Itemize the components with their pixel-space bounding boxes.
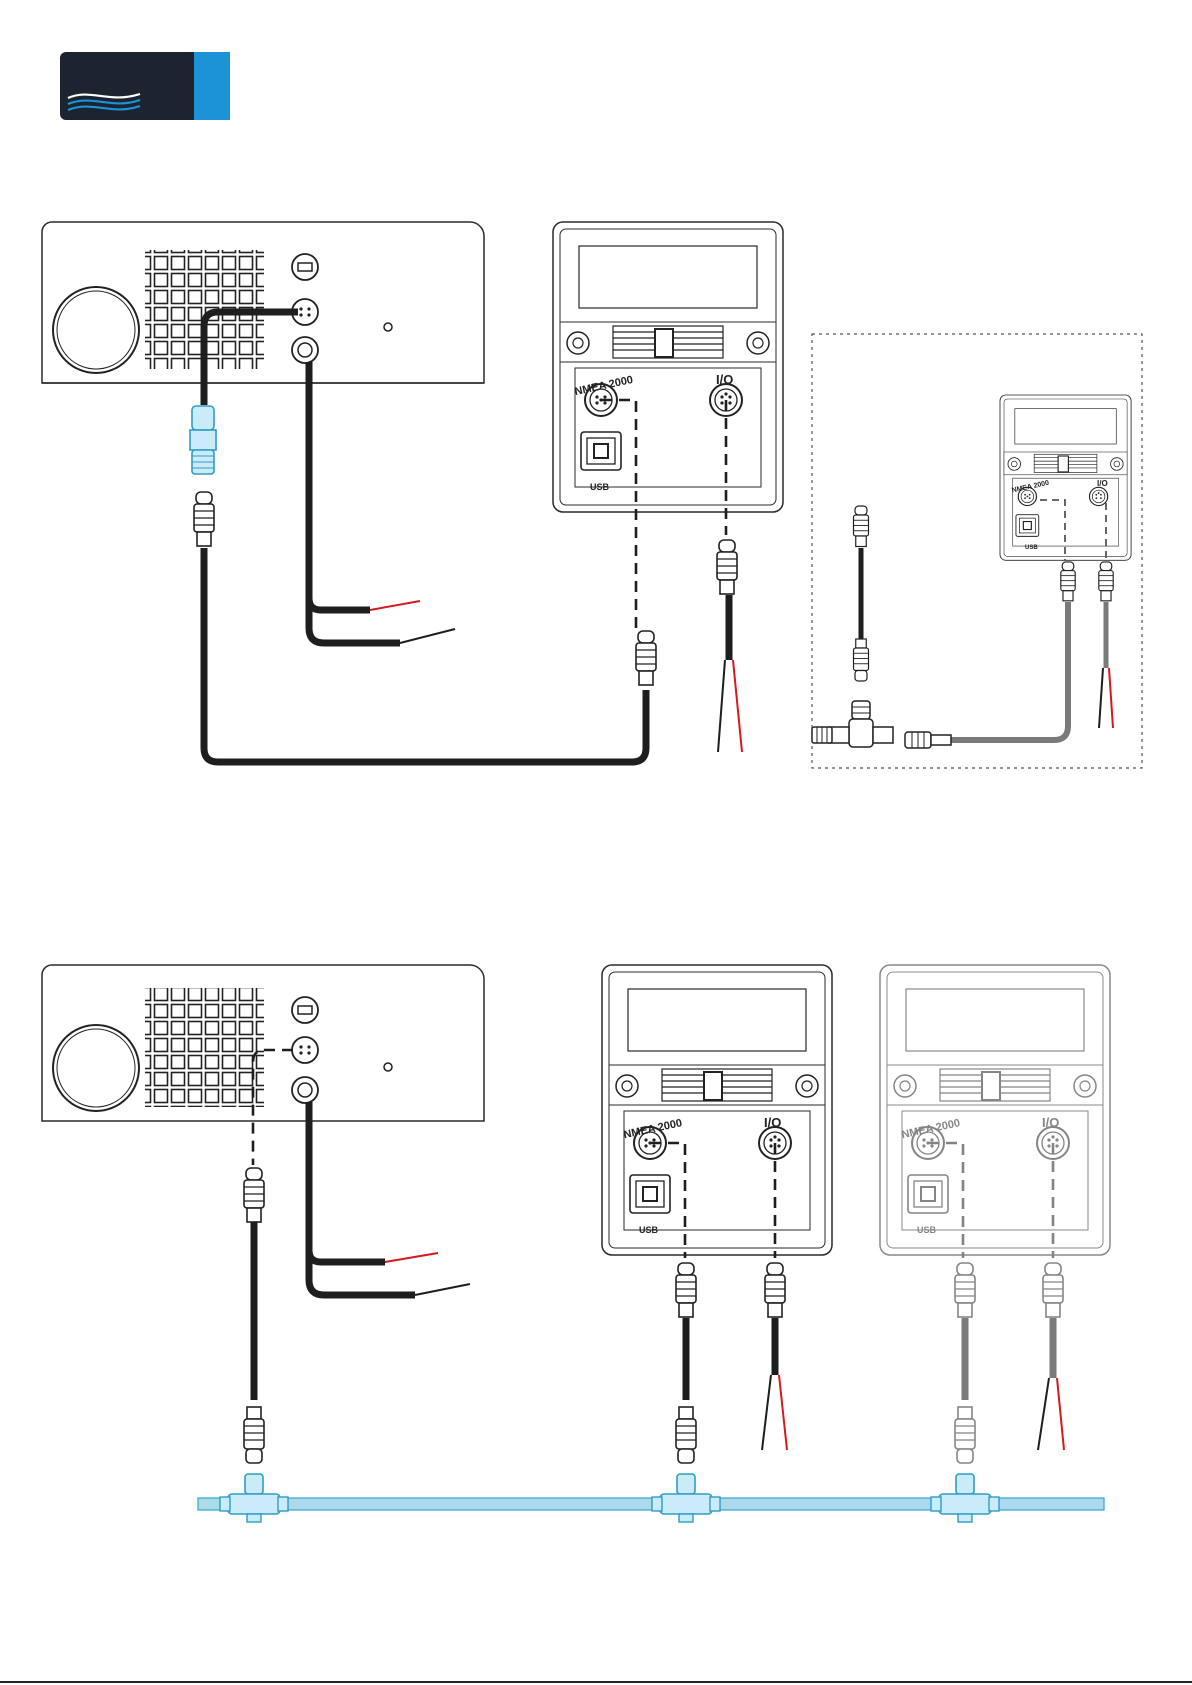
logo-accent — [194, 52, 230, 120]
t-connector-icon — [220, 1474, 288, 1522]
connector-icon — [194, 492, 214, 546]
power-port-icon — [292, 337, 318, 363]
svg-text:USB: USB — [639, 1225, 659, 1235]
brand-logo — [60, 52, 230, 120]
power-cable-top — [309, 362, 455, 643]
svg-text:I/O: I/O — [1042, 1115, 1059, 1130]
terminator-icon — [812, 727, 832, 743]
display-unit-bottom-1 — [602, 965, 832, 1255]
fan-grille-icon — [145, 988, 264, 1107]
adapter-icon — [190, 406, 216, 474]
io-label: I/O — [716, 372, 733, 387]
main-box-top — [42, 222, 484, 383]
usb-port-icon — [292, 254, 318, 280]
svg-text:USB: USB — [1025, 545, 1038, 551]
io-cable-top — [718, 595, 742, 752]
svg-text:I/O: I/O — [1097, 479, 1108, 488]
display-unit-top — [553, 222, 783, 512]
display-unit-bottom-2 — [880, 965, 1110, 1255]
svg-text:I/O: I/O — [764, 1115, 781, 1130]
t-connector-icon — [829, 701, 893, 747]
usb-label: USB — [590, 482, 610, 492]
power-cable-bottom — [309, 1102, 470, 1295]
svg-text:USB: USB — [917, 1225, 937, 1235]
main-box-bottom — [42, 965, 484, 1121]
